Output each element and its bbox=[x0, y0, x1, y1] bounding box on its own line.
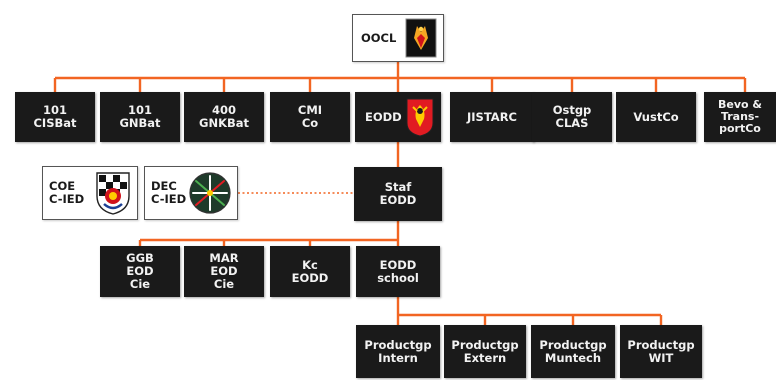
node-label: Productgp Muntech bbox=[539, 337, 607, 365]
org-node-coe-c-ied[interactable]: COE C-IED bbox=[42, 166, 138, 220]
org-node-productgp-extern[interactable]: Productgp Extern bbox=[444, 325, 526, 378]
node-label: Productgp WIT bbox=[627, 337, 695, 365]
node-label: Bevo & Trans- portCo bbox=[718, 98, 762, 135]
org-node-productgp-wit[interactable]: Productgp WIT bbox=[620, 325, 702, 378]
node-label: 101 GNBat bbox=[119, 103, 161, 130]
node-label: MAR EOD Cie bbox=[209, 251, 239, 291]
node-label: JISTARC bbox=[467, 109, 517, 124]
node-label: 400 GNKBat bbox=[199, 103, 249, 130]
node-label: Productgp Intern bbox=[364, 337, 432, 365]
node-label: Staf EODD bbox=[379, 180, 417, 207]
org-node-eodd[interactable]: EODD bbox=[355, 92, 441, 142]
org-node-vustco[interactable]: VustCo bbox=[616, 92, 696, 142]
org-node-productgp-muntech[interactable]: Productgp Muntech bbox=[531, 325, 615, 378]
node-label: Ostgp CLAS bbox=[552, 103, 592, 130]
node-label: 101 CISBat bbox=[33, 103, 77, 130]
org-node-101-gnbat[interactable]: 101 GNBat bbox=[100, 92, 180, 142]
org-node-oocl[interactable]: OOCL bbox=[352, 14, 444, 62]
org-node-cmi-co[interactable]: CMI Co bbox=[270, 92, 350, 142]
org-node-staf-eodd[interactable]: Staf EODD bbox=[354, 167, 442, 221]
node-label: EODD bbox=[365, 109, 402, 124]
org-node-ostgp-clas[interactable]: Ostgp CLAS bbox=[532, 92, 612, 142]
node-label: CMI Co bbox=[297, 103, 323, 130]
node-label: COE C-IED bbox=[49, 179, 85, 206]
dec-emblem-icon bbox=[189, 172, 231, 214]
org-node-eodd-school[interactable]: EODD school bbox=[356, 246, 440, 297]
org-node-kc-eodd[interactable]: Kc EODD bbox=[270, 246, 350, 297]
node-label: EODD school bbox=[377, 257, 419, 285]
node-label: GGB EOD Cie bbox=[126, 251, 154, 291]
org-node-ggb-eod-cie[interactable]: GGB EOD Cie bbox=[100, 246, 180, 297]
node-label: Kc EODD bbox=[291, 257, 329, 285]
org-node-productgp-intern[interactable]: Productgp Intern bbox=[356, 325, 440, 378]
node-label: VustCo bbox=[633, 109, 679, 124]
org-node-dec-c-ied[interactable]: DEC C-IED bbox=[144, 166, 238, 220]
org-node-400-gnkbat[interactable]: 400 GNKBat bbox=[184, 92, 264, 142]
org-node-jistarc[interactable]: JISTARC bbox=[450, 92, 534, 142]
eodd-crest-icon bbox=[406, 98, 434, 137]
node-label: Productgp Extern bbox=[451, 337, 519, 365]
coe-crest-icon bbox=[96, 172, 130, 215]
org-node-101-cisbat[interactable]: 101 CISBat bbox=[15, 92, 95, 142]
unit-crest-icon bbox=[405, 18, 437, 58]
node-label: OOCL bbox=[361, 30, 397, 45]
org-node-mar-eod-cie[interactable]: MAR EOD Cie bbox=[184, 246, 264, 297]
node-label: DEC C-IED bbox=[151, 179, 187, 206]
org-node-bevo-transportco[interactable]: Bevo & Trans- portCo bbox=[704, 92, 776, 142]
